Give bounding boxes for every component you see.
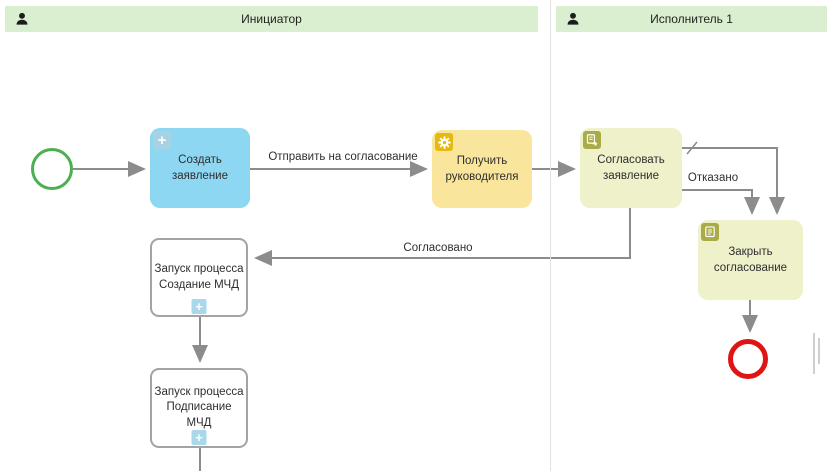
flow-default-to-close[interactable] — [682, 147, 785, 215]
flow-label-rejected[interactable]: Отказано — [687, 172, 739, 184]
flow-label-approved[interactable]: Согласовано — [403, 242, 473, 254]
person-icon — [14, 11, 30, 27]
flow-rejected-to-close[interactable] — [682, 189, 760, 215]
start-event[interactable] — [31, 148, 73, 190]
script-icon — [701, 223, 719, 241]
plus-icon: + — [153, 131, 171, 149]
scrollbar-track[interactable] — [813, 333, 815, 374]
lane-header-executor1[interactable]: Исполнитель 1 — [556, 6, 827, 32]
lane-header-initiator[interactable]: Инициатор — [5, 6, 538, 32]
plus-glyph: + — [157, 131, 167, 149]
default-flow-slash-marker — [686, 141, 698, 155]
subprocess-plus-icon[interactable]: + — [191, 299, 207, 314]
end-event[interactable] — [728, 339, 768, 379]
person-icon — [565, 11, 581, 27]
task-label: Закрыть согласование — [713, 245, 788, 274]
lane-divider — [550, 0, 551, 471]
scrollbar-thumb[interactable] — [818, 338, 820, 364]
task-get-manager[interactable]: Получить руководителя — [432, 130, 532, 208]
task-label: Создать заявление — [171, 153, 229, 182]
subprocess-label: Запуск процесса Создание МЧД — [154, 262, 244, 291]
task-close-approval[interactable]: Закрыть согласование — [698, 220, 803, 300]
subprocess-label: Запуск процесса Подписание МЧД — [154, 385, 244, 429]
subprocess-plus-icon[interactable]: + — [191, 430, 207, 445]
flow-label-send-to-approval[interactable]: Отправить на согласование — [268, 151, 418, 163]
gear-icon — [435, 133, 453, 151]
task-create-statement[interactable]: + Создать заявление — [150, 128, 250, 208]
subprocess-start-sign-mchd[interactable]: Запуск процесса Подписание МЧД + — [150, 368, 248, 448]
task-label: Получить руководителя — [445, 154, 519, 183]
lane-title: Инициатор — [241, 12, 302, 26]
plus-glyph: + — [195, 430, 203, 445]
subprocess-start-create-mchd[interactable]: Запуск процесса Создание МЧД + — [150, 238, 248, 317]
plus-glyph: + — [195, 299, 203, 314]
task-label: Согласовать заявление — [597, 153, 665, 182]
flow-approved-to-subprocess-create[interactable] — [254, 208, 631, 266]
form-send-icon — [583, 131, 601, 149]
task-approve-statement[interactable]: Согласовать заявление — [580, 128, 682, 208]
lane-title: Исполнитель 1 — [650, 12, 733, 26]
